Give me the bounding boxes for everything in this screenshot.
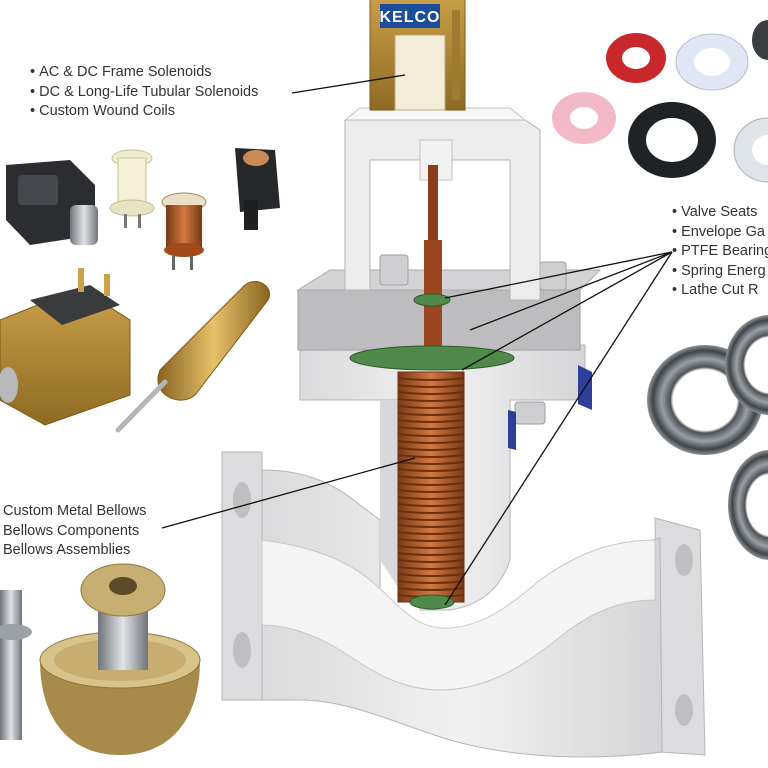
bellows-convolution: [397, 384, 465, 388]
bellows-convolution: [397, 391, 465, 395]
bellows-convolution: [397, 440, 465, 444]
bellows-convolution: [397, 552, 465, 556]
bellows-convolution: [397, 587, 465, 591]
bellows-convolution: [397, 426, 465, 430]
valve-yoke: [343, 107, 541, 301]
callout-item-metal-bellows: Custom Metal Bellows: [3, 503, 147, 519]
bellows-assembly-left: [0, 590, 32, 740]
bobbin-coil-white: [109, 149, 155, 228]
bellows-callout: Custom Metal Bellows Bellows Components …: [3, 502, 146, 561]
frame-solenoid-black: [6, 160, 98, 245]
bellows-convolution: [397, 503, 465, 507]
bellows-convolution: [397, 531, 465, 535]
bellows-convolution: [397, 433, 465, 437]
bellows-convolution: [397, 573, 465, 577]
bellows-convolution: [397, 447, 465, 451]
bellows-convolution: [397, 545, 465, 549]
callout-item-lathe-cut: Lathe Cut R: [672, 281, 768, 301]
seal-rings: [552, 20, 768, 183]
callout-item-valve-seats: Valve Seats: [672, 203, 768, 223]
callout-item-tubular-solenoids: DC & Long-Life Tubular Solenoids: [30, 83, 258, 103]
bellows-convolution: [397, 419, 465, 423]
callout-item-envelope-gaskets: Envelope Ga: [672, 223, 768, 243]
bellows-convolution: [397, 489, 465, 493]
copper-wound-coil: [161, 192, 207, 270]
bellows-convolution: [397, 524, 465, 528]
bellows-convolution: [397, 566, 465, 570]
metal-bellows: [397, 371, 465, 610]
bellows-convolution: [397, 461, 465, 465]
kelco-logo: KELCO: [380, 9, 441, 26]
callout-item-ptfe-bearings: PTFE Bearing: [672, 242, 768, 262]
kelco-solenoid: KELCO: [369, 0, 466, 111]
callout-leaders: [161, 74, 673, 606]
bellows-convolution: [397, 412, 465, 416]
bellows-convolution: [397, 482, 465, 486]
tubular-solenoid-gold: [115, 280, 271, 433]
callout-item-wound-coils: Custom Wound Coils: [30, 102, 258, 122]
solenoid-callout: AC & DC Frame Solenoids DC & Long-Life T…: [30, 63, 258, 122]
bellows-convolution: [397, 398, 465, 402]
bellows-convolution: [397, 468, 465, 472]
bellows-convolution: [397, 475, 465, 479]
frame-solenoid-gold: [0, 268, 131, 426]
bellows-convolution: [397, 454, 465, 458]
callout-item-bellows-components: Bellows Components: [3, 522, 140, 539]
bellows-convolution: [397, 377, 465, 381]
bellows-convolution: [397, 517, 465, 521]
seal-callout: Valve Seats Envelope Ga PTFE Bearing Spr…: [672, 203, 768, 301]
bellows-assembly-bowl: [39, 563, 201, 755]
callout-item-spring-energized: Spring Energ: [672, 262, 768, 282]
bellows-convolution: [397, 538, 465, 542]
callout-item-frame-solenoids: AC & DC Frame Solenoids: [30, 63, 258, 83]
bellows-convolution: [397, 580, 465, 584]
bellows-convolution: [397, 559, 465, 563]
bellows-convolution: [397, 510, 465, 514]
coil-connector-black: [235, 148, 280, 230]
callout-item-bellows-assemblies: Bellows Assemblies: [3, 542, 131, 558]
bellows-convolution: [397, 405, 465, 409]
spring-energized-bearings: [647, 315, 768, 560]
bellows-convolution: [397, 496, 465, 500]
